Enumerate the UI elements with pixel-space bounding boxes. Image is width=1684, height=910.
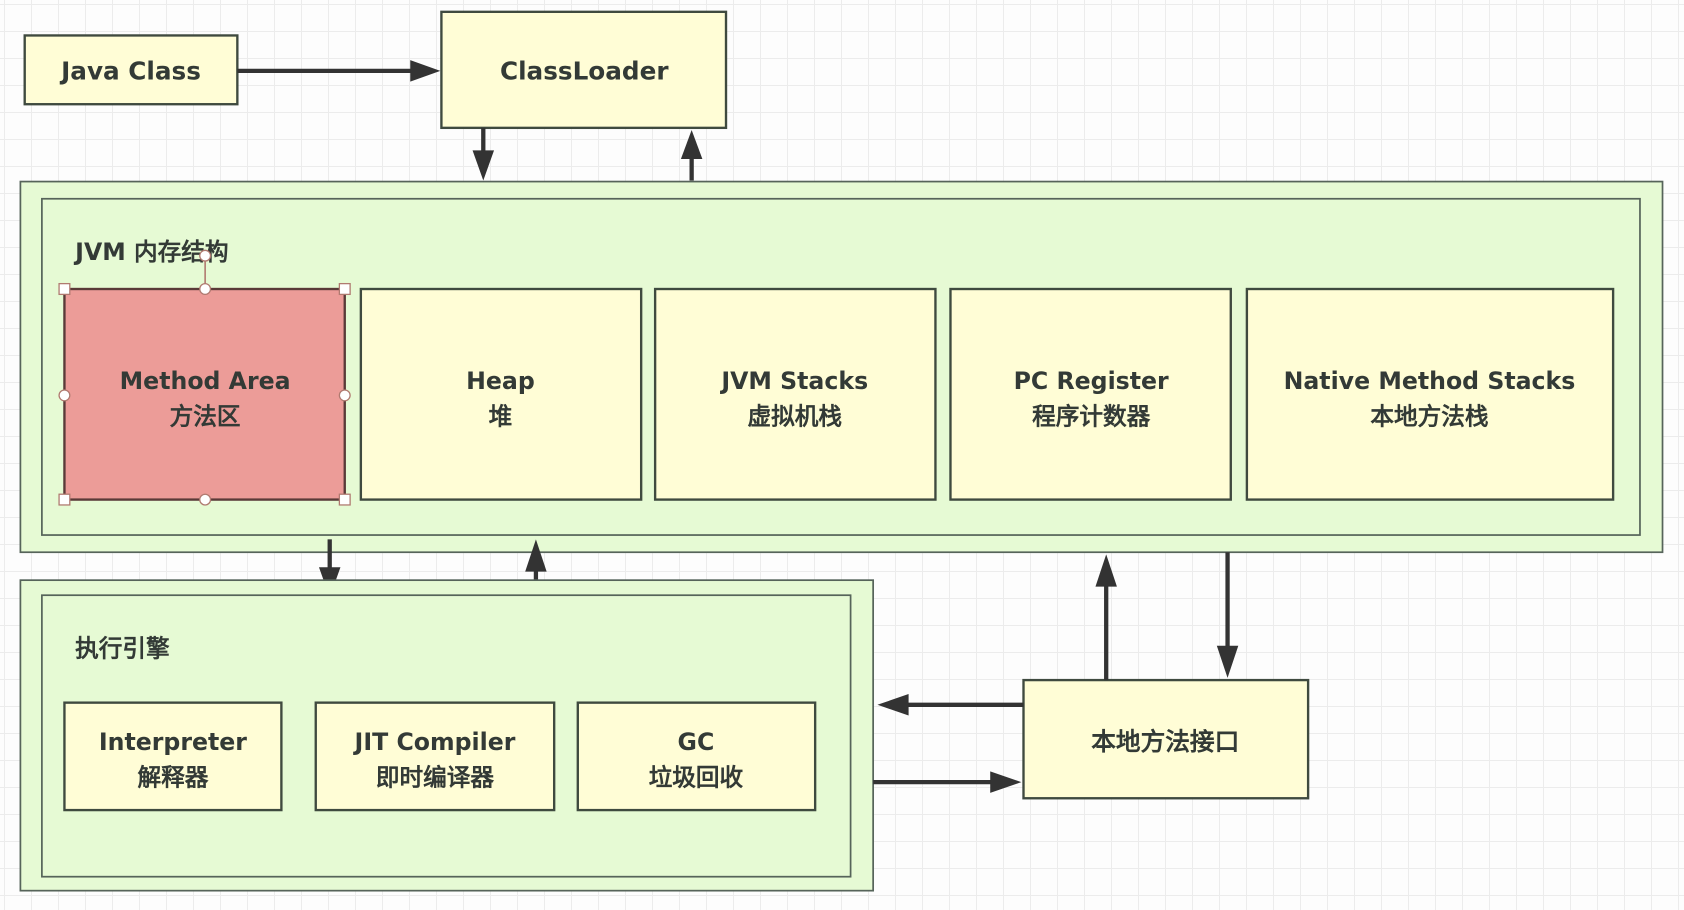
interpreter-label-en: Interpreter [99, 728, 247, 756]
resize-handle-se[interactable] [338, 493, 351, 506]
resize-handle-ne[interactable] [338, 282, 351, 296]
rotate-handle[interactable] [199, 249, 212, 262]
method-area-label-zh: 方法区 [170, 402, 241, 430]
java-class-label: Java Class [59, 56, 201, 85]
jit-compiler-label-en: JIT Compiler [353, 728, 516, 756]
jit-compiler-label-zh: 即时编译器 [376, 763, 494, 791]
native-method-stacks-label-zh: 本地方法栈 [1370, 402, 1488, 430]
resize-handle-w[interactable] [58, 389, 71, 402]
arrow-engine-to-native [873, 771, 1022, 793]
classloader-node[interactable]: ClassLoader [440, 10, 728, 130]
method-area-label-en: Method Area [120, 367, 291, 395]
arrow-classloader-to-jvm [472, 127, 495, 181]
jvm-stacks-label-zh: 虚拟机栈 [748, 402, 843, 430]
classloader-label: ClassLoader [500, 56, 669, 85]
jvm-stacks-node[interactable]: JVM Stacks 虚拟机栈 [653, 287, 937, 501]
heap-label-zh: 堆 [489, 402, 513, 430]
gc-label-en: GC [678, 728, 715, 756]
jvm-stacks-label-en: JVM Stacks [719, 367, 868, 395]
arrow-jvm-to-classloader [680, 130, 703, 181]
arrow-native-to-jvm [1095, 554, 1117, 681]
resize-handle-s[interactable] [199, 493, 212, 506]
pc-register-label-zh: 程序计数器 [1032, 402, 1150, 430]
arrow-jvm-to-native [1216, 552, 1239, 678]
resize-handle-e[interactable] [338, 389, 351, 402]
jit-compiler-node[interactable]: JIT Compiler 即时编译器 [314, 701, 556, 812]
native-interface-label: 本地方法接口 [1091, 727, 1239, 756]
heap-node[interactable]: Heap 堆 [359, 287, 643, 501]
java-class-node[interactable]: Java Class [23, 34, 239, 106]
method-area-node[interactable]: Method Area 方法区 [58, 249, 351, 506]
arrow-native-to-engine [877, 694, 1024, 716]
gc-label-zh: 垃圾回收 [649, 763, 744, 791]
gc-node[interactable]: GC 垃圾回收 [576, 701, 817, 812]
interpreter-node[interactable]: Interpreter 解释器 [63, 701, 283, 812]
arrow-javaclass-to-classloader [237, 60, 441, 82]
native-method-stacks-label-en: Native Method Stacks [1284, 367, 1576, 395]
execution-engine-title: 执行引擎 [75, 634, 170, 662]
native-interface-node[interactable]: 本地方法接口 [1022, 678, 1310, 800]
resize-handle-n[interactable] [199, 282, 212, 296]
resize-handle-nw[interactable] [58, 282, 71, 296]
pc-register-node[interactable]: PC Register 程序计数器 [949, 287, 1232, 501]
resize-handle-sw[interactable] [58, 493, 71, 506]
heap-label-en: Heap [466, 367, 535, 395]
native-method-stacks-node[interactable]: Native Method Stacks 本地方法栈 [1245, 287, 1615, 501]
interpreter-label-zh: 解释器 [137, 763, 208, 791]
pc-register-label-en: PC Register [1014, 367, 1169, 395]
